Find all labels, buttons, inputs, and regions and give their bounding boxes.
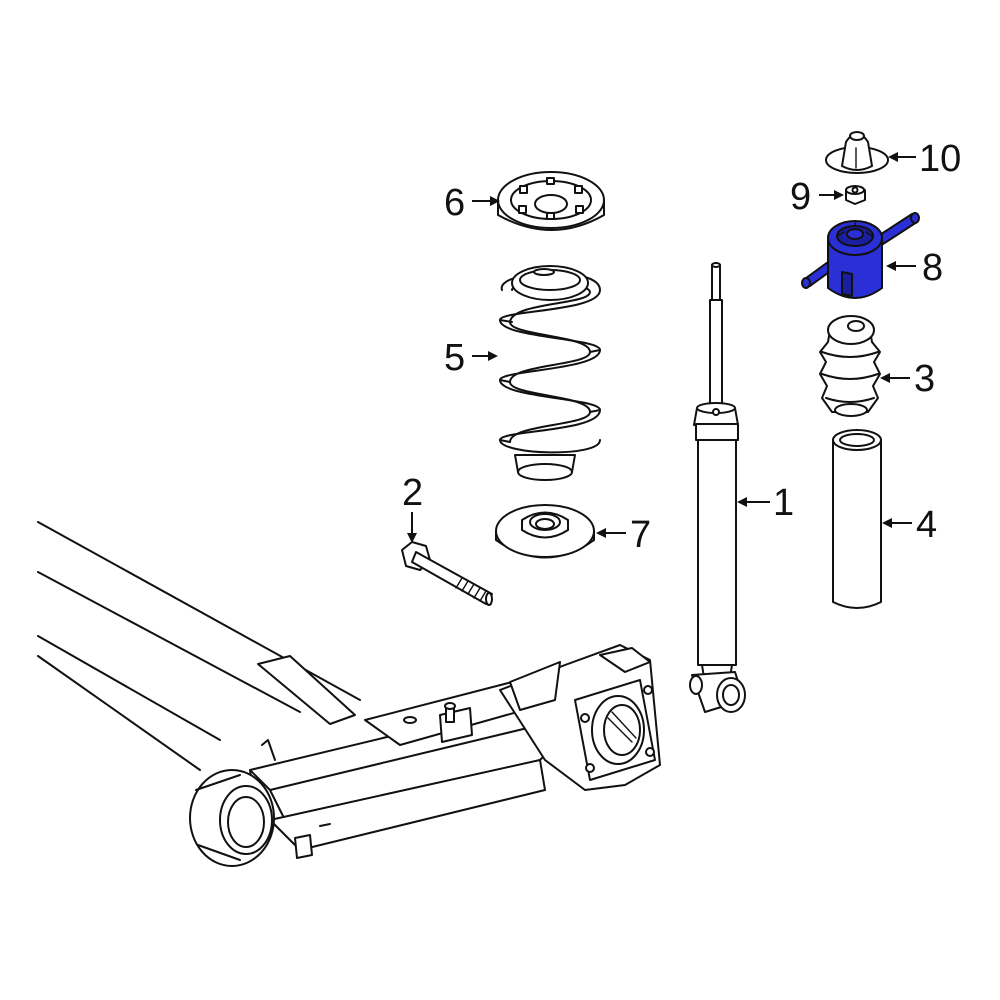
callout-9: 9 [790,176,811,218]
upper-spring-seat [497,171,605,231]
callout-2: 2 [402,472,423,514]
upper-mount-highlighted [801,212,920,299]
callout-3: 3 [914,358,935,400]
leader-arrows [407,152,916,543]
dust-cap [825,131,889,174]
callout-4: 4 [916,504,937,546]
callout-labels: 1 2 3 4 5 6 7 8 9 10 [402,138,961,556]
shock-absorber [689,262,746,713]
callout-7: 7 [630,514,651,556]
callout-6: 6 [444,182,465,224]
callout-10: 10 [919,138,961,180]
protective-tube [832,429,882,609]
rear-axle-beam [37,521,661,867]
callout-1: 1 [773,482,794,524]
bolt [401,541,493,606]
callout-8: 8 [922,247,943,289]
lower-spring-seat [495,504,595,559]
coil-spring [499,265,601,481]
bump-stop [819,315,881,417]
nut [845,185,866,205]
callout-5: 5 [444,337,465,379]
